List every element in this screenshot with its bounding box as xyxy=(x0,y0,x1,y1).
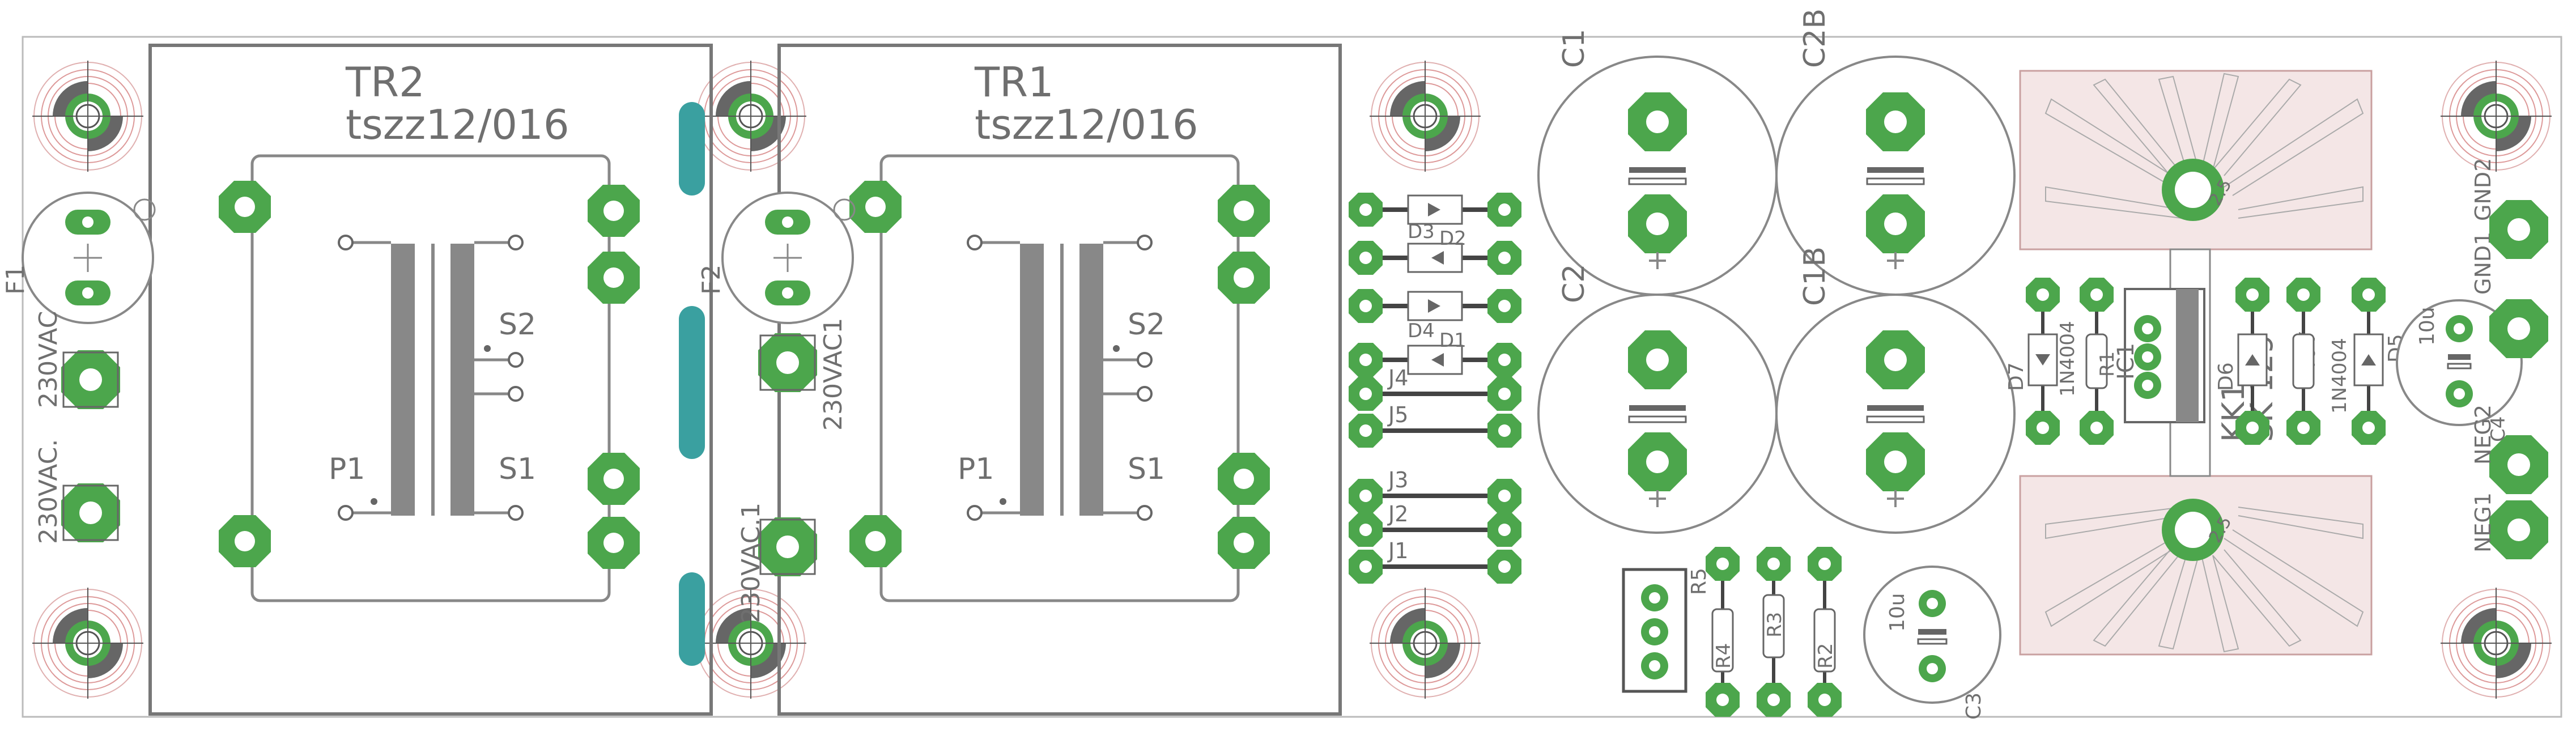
tr2-s1-label: S1 xyxy=(499,452,536,486)
capacitor-c1b: C1B xyxy=(1775,246,2016,534)
connector-gnd2: GND2 xyxy=(2471,158,2548,259)
connector-neg2-label: NEG2 xyxy=(2471,405,2496,465)
tr2-p1-label: P1 xyxy=(329,452,365,486)
capacitor-c2b-label: C2B xyxy=(1798,8,1832,68)
fuse-f2: F2 xyxy=(697,192,856,324)
trimmer-r5: R5 xyxy=(1622,568,1711,693)
capacitor-c2b: C2B xyxy=(1775,8,2016,296)
resistor-r1: R1 xyxy=(2080,278,2119,445)
connector-230vac-label: 230VAC xyxy=(34,311,63,408)
connector-230vac: 230VAC xyxy=(34,311,120,409)
resistor-r-mid: 1N4004 xyxy=(2286,278,2351,445)
teal-trace-3 xyxy=(679,572,705,666)
diode-d6: D6 xyxy=(2214,278,2269,445)
resistor-r2-label: R2 xyxy=(1814,643,1837,669)
diode-d3-label: D3 xyxy=(1408,220,1435,243)
tr2-model: tszz12/016 xyxy=(346,101,569,148)
heatsink-bottom: 2.5 xyxy=(2019,475,2373,656)
resistor-r2: R2 xyxy=(1808,547,1842,717)
fuse-f1: F1 xyxy=(1,192,156,324)
tr1-s2-label: S2 xyxy=(1128,308,1165,342)
jumper-j2-label: J2 xyxy=(1387,502,1408,526)
tr1-model: tszz12/016 xyxy=(975,101,1198,148)
rectifier-diodes: D3 D2 D4 D1 xyxy=(1349,193,1521,377)
fuse-f2-label: F2 xyxy=(697,265,726,295)
jumpers: J4 J5 J3 J2 J1 xyxy=(1349,366,1521,584)
tr1-name: TR1 xyxy=(974,58,1054,106)
mounting-hole-t3 xyxy=(1368,60,1482,173)
regulator-ic1-label: IC1 xyxy=(2113,343,2139,380)
transformer-tr1: TR1 tszz12/016 P1 S1 S2 xyxy=(777,44,1342,716)
mounting-hole-br xyxy=(2439,586,2553,700)
heatsink-top: 2.5 xyxy=(2019,70,2373,250)
mounting-hole-tl xyxy=(31,60,144,173)
tr2-s2-label: S2 xyxy=(499,308,536,342)
connector-230vac-1-label: 230VAC.1 xyxy=(737,503,766,623)
resistor-r4-label: R4 xyxy=(1712,643,1735,669)
teal-trace-1 xyxy=(679,102,705,196)
tr2-name: TR2 xyxy=(345,58,425,106)
diode-d1-label: D1 xyxy=(1439,329,1466,352)
diode-d6-label: D6 xyxy=(2214,362,2238,391)
resistor-r3-label: R3 xyxy=(1763,612,1786,638)
diode-d7: D7 1N4004 xyxy=(2005,278,2079,445)
capacitor-c1-label: C1 xyxy=(1557,29,1591,68)
jumper-j5-label: J5 xyxy=(1387,402,1408,427)
resistor-r3: R3 xyxy=(1757,547,1791,717)
connector-230vac1-label: 230VAC1 xyxy=(819,318,848,431)
mounting-hole-tr xyxy=(2439,60,2553,173)
diode-d6-type: 1N4004 xyxy=(2328,338,2351,414)
jumper-j1-label: J1 xyxy=(1387,538,1408,563)
connector-gnd2-label: GND2 xyxy=(2471,158,2496,221)
capacitor-c1: C1 xyxy=(1537,29,1778,296)
diode-d4-label: D4 xyxy=(1408,320,1435,342)
mounting-hole-b3 xyxy=(1368,586,1482,700)
resistor-r4: R4 xyxy=(1706,547,1740,717)
teal-trace-2 xyxy=(679,306,705,459)
capacitor-c4-label: C4 xyxy=(2487,416,2510,442)
fuse-f1-label: F1 xyxy=(1,265,30,295)
jumper-j4-label: J4 xyxy=(1387,366,1408,390)
capacitor-c1b-label: C1B xyxy=(1798,246,1832,306)
connector-230vac-dot: 230VAC. xyxy=(34,439,120,544)
connector-230vac-dot-label: 230VAC. xyxy=(34,439,63,544)
connector-230vac1: 230VAC1 xyxy=(758,318,848,431)
capacitor-c3-value: 10u xyxy=(1886,593,1909,632)
diode-d2-label: D2 xyxy=(1439,227,1466,250)
connector-neg2: NEG2 xyxy=(2471,405,2548,494)
connector-230vac-1: 230VAC.1 xyxy=(737,503,817,623)
capacitor-c3: 10u C3 xyxy=(1863,566,2001,720)
connector-neg1-label: NEG1 xyxy=(2471,492,2496,552)
capacitor-c3-label: C3 xyxy=(1962,692,1986,720)
connector-neg1: NEG1 xyxy=(2471,492,2548,559)
tr1-s1-label: S1 xyxy=(1128,452,1165,486)
capacitor-c2: C2 xyxy=(1537,264,1778,534)
diode-d7-type: 1N4004 xyxy=(2056,321,2079,397)
capacitor-c2-label: C2 xyxy=(1557,264,1591,303)
mounting-hole-bl xyxy=(31,586,144,700)
tr1-p1-label: P1 xyxy=(958,452,994,486)
resistor-r1-label: R1 xyxy=(2096,351,2119,377)
diode-d7-label: D7 xyxy=(2005,362,2028,391)
board-outline xyxy=(22,36,2562,718)
jumper-j3-label: J3 xyxy=(1387,468,1408,492)
transformer-tr2: TR2 tszz12/016 P1 S1 S2 xyxy=(148,44,713,716)
capacitor-c5-value: 10u xyxy=(2416,307,2439,346)
